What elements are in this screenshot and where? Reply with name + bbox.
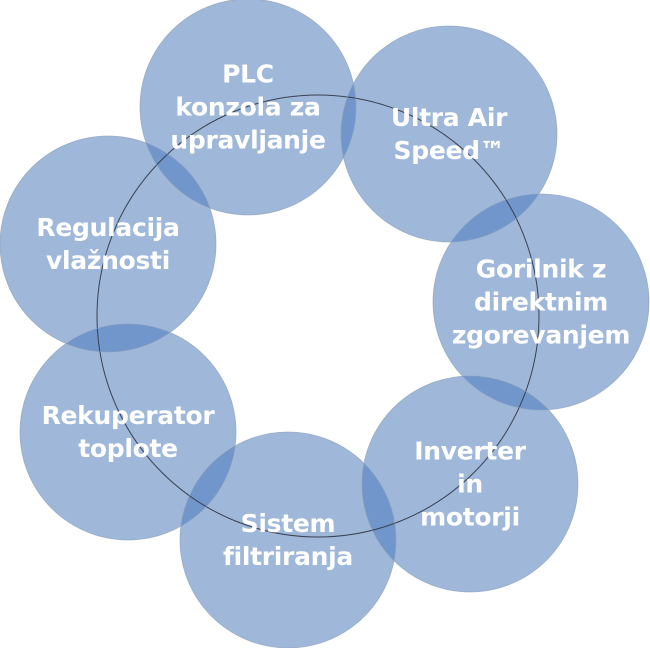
node-circle-rekuperator	[20, 324, 236, 540]
node-label-line: motorji	[420, 502, 520, 532]
node-label-line: Rekuperator	[41, 401, 215, 430]
node-label-rekuperator: Rekuperator toplote	[42, 399, 215, 465]
node-outline-inverter	[361, 375, 579, 593]
node-label-line: Regulacija	[36, 213, 180, 242]
node-label-line: in	[457, 469, 483, 499]
node-outline-gorilnik	[432, 193, 650, 411]
node-label-line: vlažnosti	[46, 246, 170, 275]
node-outline-rekuperator	[19, 323, 237, 541]
node-circle-gorilnik	[433, 194, 649, 410]
node-label-line: direktnim	[473, 287, 609, 317]
node-circle-plc	[140, 0, 356, 215]
node-label-line: Speed™	[393, 136, 505, 165]
node-label-regulacija: Regulacija vlažnosti	[36, 211, 179, 277]
node-circle-regulacija	[0, 136, 216, 352]
node-circle-inverter	[362, 376, 578, 592]
node-outline-ultra-air	[340, 25, 558, 243]
node-label-line: upravljanje	[170, 125, 326, 155]
node-circle-sistem	[180, 432, 396, 648]
node-outline-regulacija	[0, 135, 217, 353]
node-circle-ultra-air	[341, 26, 557, 242]
node-label-line: filtriranja	[222, 542, 354, 571]
node-label-line: PLC	[222, 59, 274, 89]
node-label-line: Sistem	[240, 509, 336, 538]
node-label-line: toplote	[78, 434, 178, 463]
node-label-line: Ultra Air	[390, 103, 508, 132]
node-label-line: Inverter	[414, 436, 526, 466]
node-label-sistem: Sistem filtriranja	[223, 507, 353, 573]
node-label-line: Gorilnik z	[475, 254, 607, 284]
node-label-line: zgorevanjem	[451, 320, 631, 350]
node-outline-plc	[139, 0, 357, 216]
node-outline-sistem	[179, 431, 397, 648]
node-label-line: konzola za	[175, 92, 321, 122]
cycle-ring	[96, 94, 540, 538]
